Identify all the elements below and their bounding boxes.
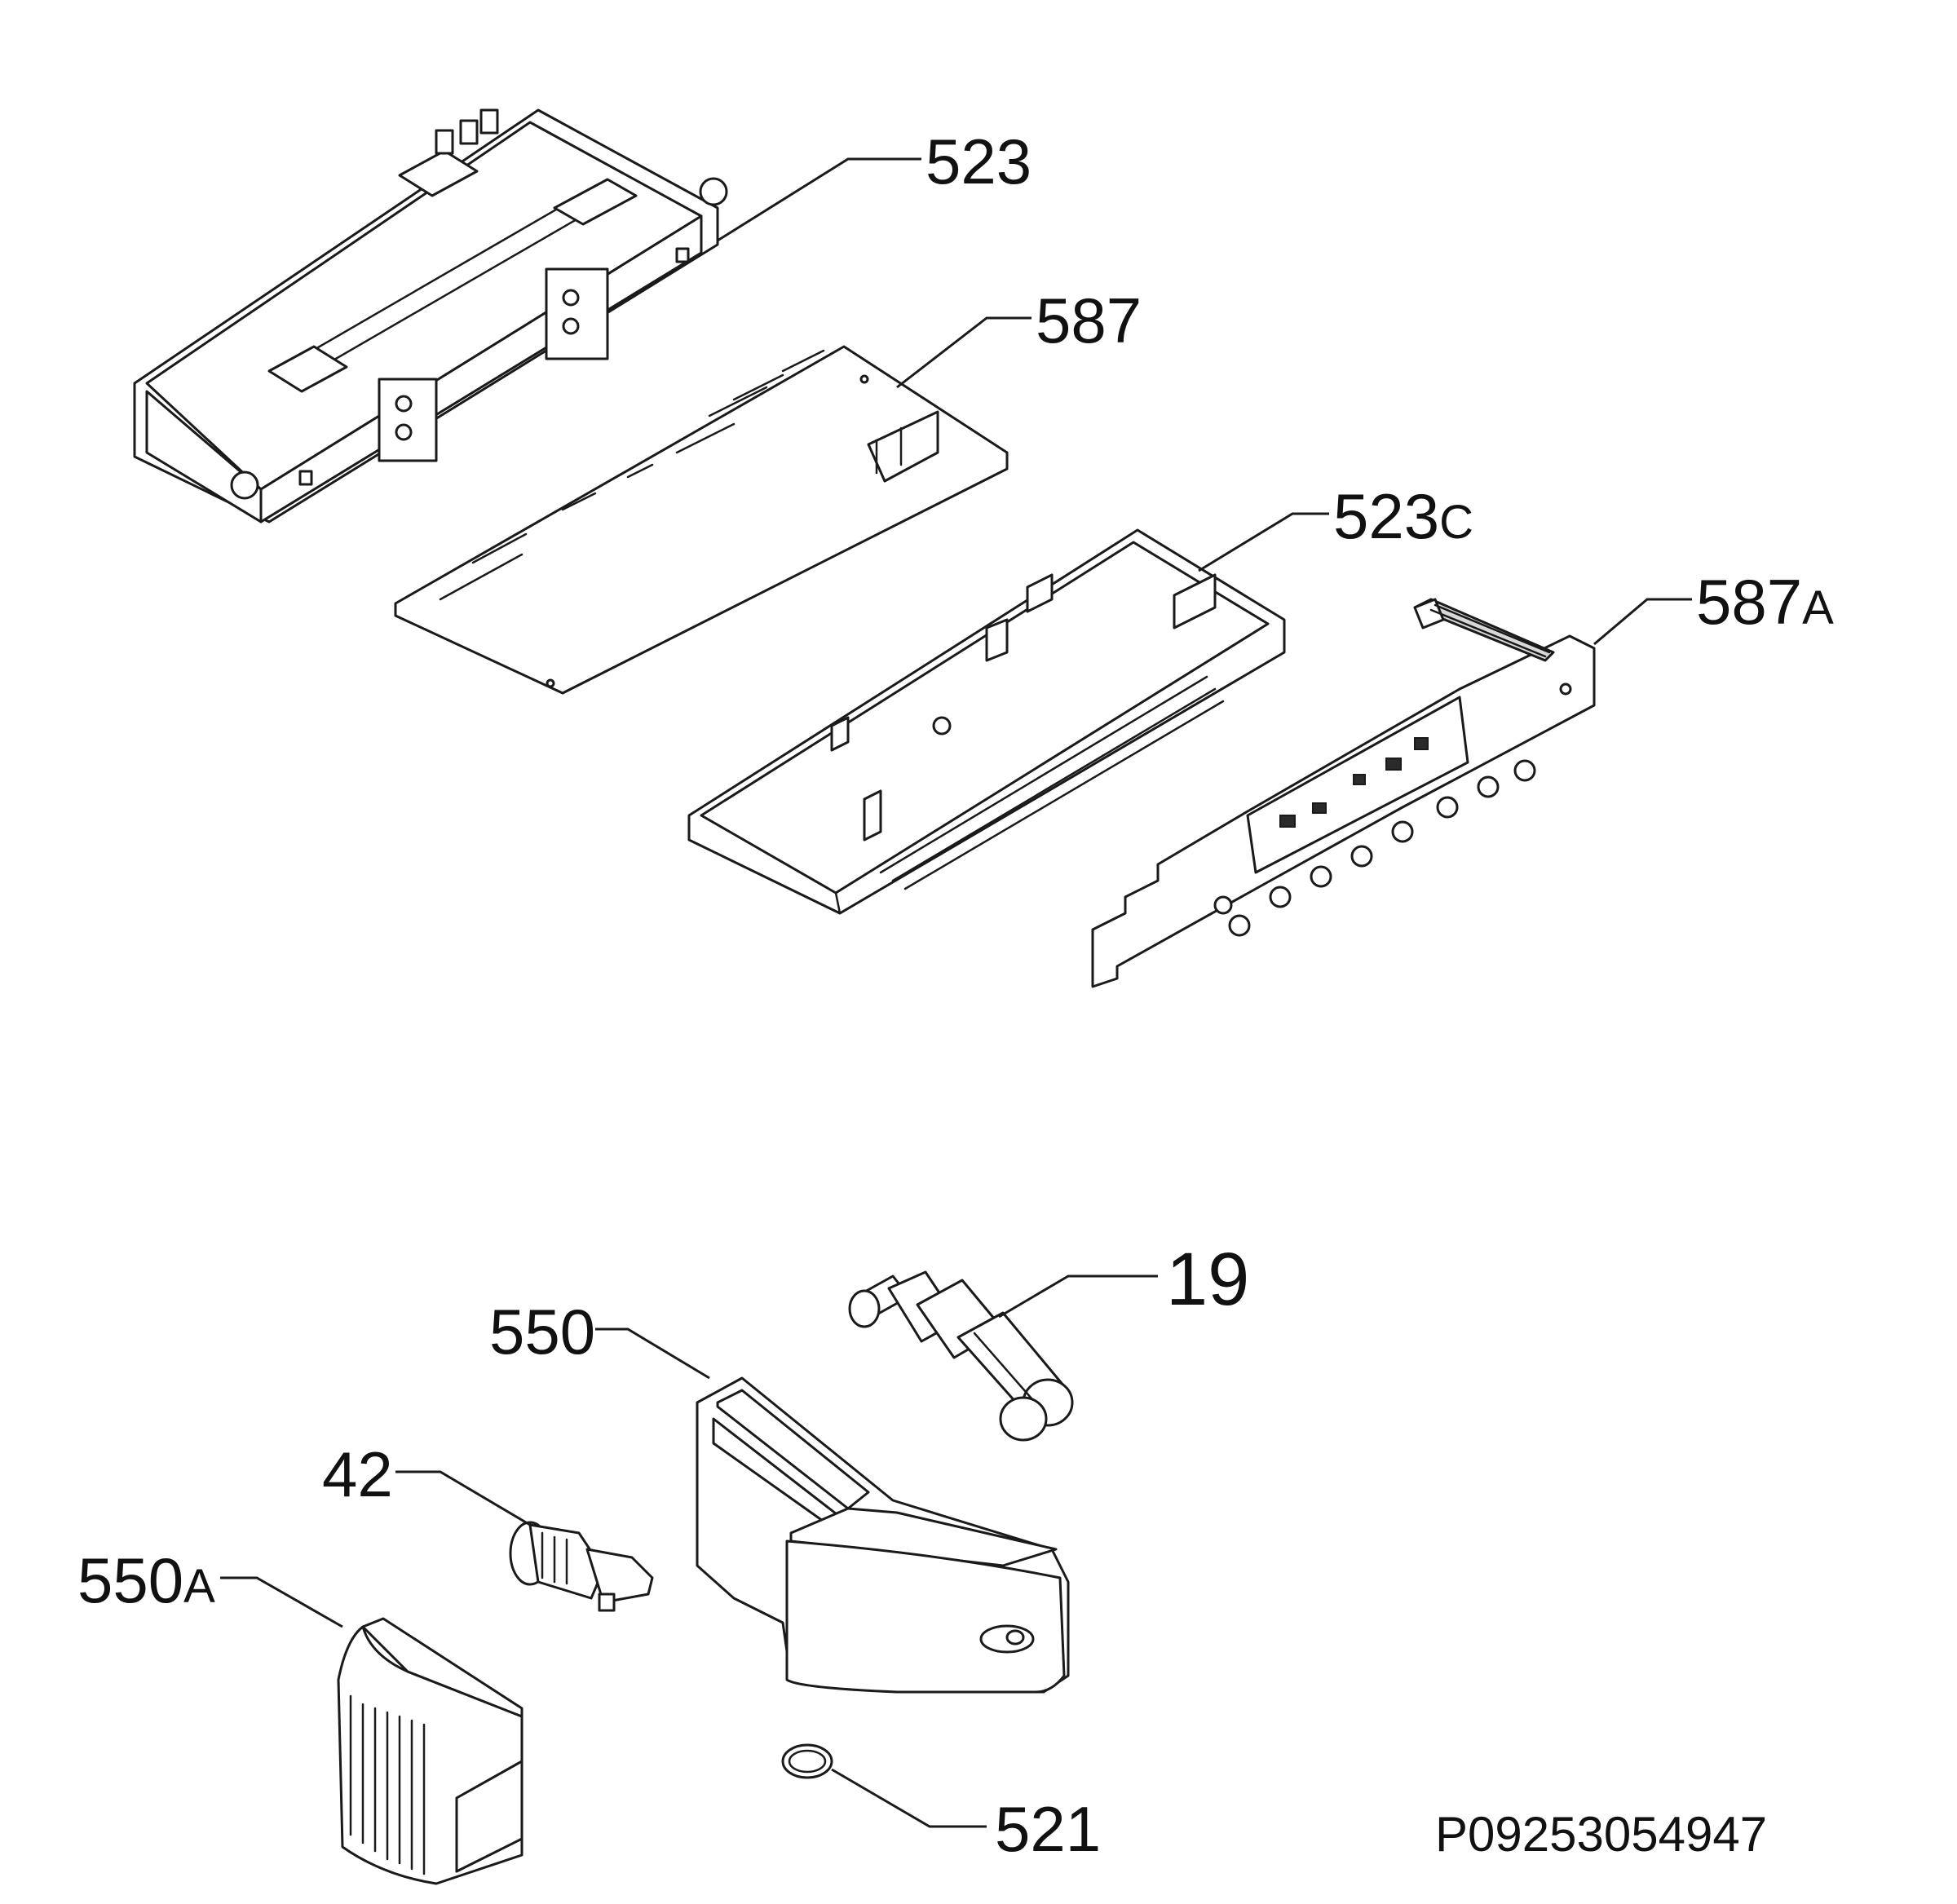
leader-550a bbox=[220, 1576, 343, 1628]
leader-lines bbox=[220, 157, 1692, 1828]
callout-550a-number: 550 bbox=[77, 1544, 183, 1616]
leader-19 bbox=[998, 1274, 1158, 1319]
leader-587a bbox=[1593, 598, 1692, 646]
part-521-ring bbox=[781, 1743, 833, 1779]
leader-523 bbox=[717, 157, 921, 242]
callout-523c-number: 523 bbox=[1333, 480, 1439, 552]
callout-19: 19 bbox=[1166, 1238, 1249, 1321]
part-523c-tray bbox=[687, 528, 1286, 915]
callout-42: 42 bbox=[322, 1438, 393, 1510]
callout-587a-suffix: A bbox=[1802, 581, 1834, 634]
leader-523c bbox=[1198, 512, 1329, 572]
reference-code: P09253054947 bbox=[1435, 1807, 1767, 1862]
part-19-lamp bbox=[848, 1270, 1074, 1442]
callout-550a: 550A bbox=[77, 1544, 215, 1616]
callout-550: 550 bbox=[489, 1296, 595, 1367]
part-587a-control-board bbox=[1091, 598, 1596, 988]
part-523-housing bbox=[133, 108, 728, 523]
callout-523c: 523C bbox=[1333, 480, 1473, 552]
callout-523c-suffix: C bbox=[1439, 496, 1473, 549]
part-550a-end-cap bbox=[337, 1617, 523, 1885]
callout-587: 587 bbox=[1036, 285, 1142, 356]
part-42-socket bbox=[509, 1521, 654, 1612]
callout-labels: 523 587 523C 587A 19 550 42 550A 521 P09… bbox=[77, 126, 1834, 1865]
leader-521 bbox=[831, 1768, 987, 1828]
leader-550 bbox=[595, 1327, 710, 1380]
callout-521: 521 bbox=[995, 1793, 1101, 1865]
leader-587 bbox=[896, 316, 1032, 389]
callout-587a-number: 587 bbox=[1696, 566, 1802, 638]
leader-42 bbox=[395, 1470, 531, 1526]
callout-550a-suffix: A bbox=[183, 1560, 215, 1613]
part-550-cover bbox=[696, 1376, 1070, 1694]
part-587-circuit-board bbox=[394, 345, 1009, 695]
callout-523: 523 bbox=[925, 126, 1032, 197]
callout-587a: 587A bbox=[1696, 566, 1834, 638]
